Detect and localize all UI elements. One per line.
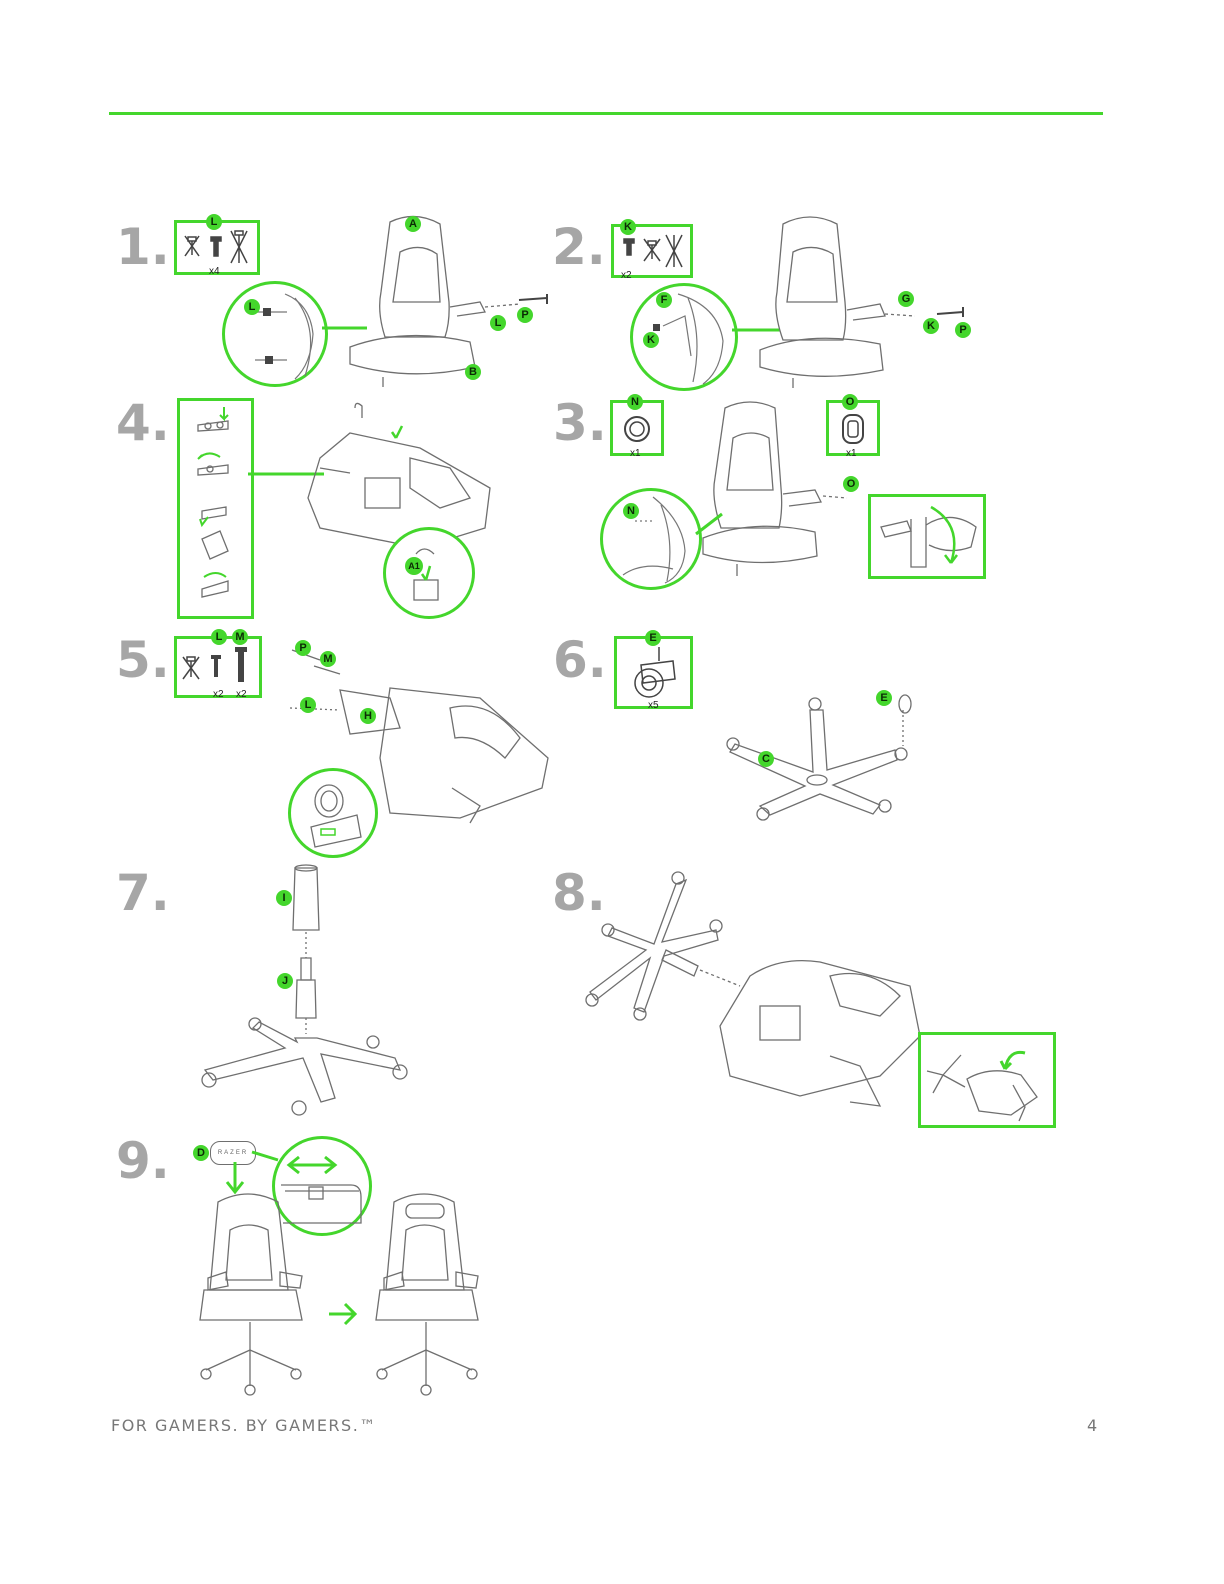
step-9-detail-circle <box>272 1136 372 1236</box>
cap-icon <box>842 414 864 444</box>
step-5-mechanism-drawing <box>289 649 549 824</box>
step-3-chair-drawing <box>702 401 848 576</box>
step-7-badge-i: I <box>276 890 292 906</box>
hex-key-icon <box>936 307 964 317</box>
step-3-box-badge-o: O <box>842 394 858 410</box>
bolt-icons <box>182 647 247 682</box>
step-3-number: 3. <box>553 394 607 452</box>
hex-key-icon <box>518 294 548 304</box>
step-1-badge-p: P <box>517 307 533 323</box>
step-1-detail-circle <box>222 281 328 387</box>
step-5-box-badge-m: M <box>232 629 248 645</box>
tension-knob-detail <box>310 784 362 848</box>
step-9-down-arrow <box>225 1162 245 1195</box>
step-2-badge-p: P <box>955 322 971 338</box>
step-1-connector <box>322 326 367 330</box>
step-3-box-badge-n: N <box>627 394 643 410</box>
step-5-badge-p: P <box>295 640 311 656</box>
step-1-chair-drawing <box>349 215 521 387</box>
lever-clip-detail <box>413 548 439 601</box>
step-4-badge-a1: A1 <box>405 557 423 575</box>
step-6-parts-box <box>614 636 693 709</box>
step-9-badge-d: D <box>193 1145 209 1161</box>
side-bracket-detail <box>653 293 724 385</box>
step-8-number: 8. <box>552 864 606 922</box>
step-7-badge-j: J <box>277 973 293 989</box>
step-9-chair-before <box>199 1193 303 1396</box>
headrest-pillow: RAZER <box>210 1141 256 1165</box>
step-2-parts-box <box>611 224 693 278</box>
caster-icon <box>634 647 676 698</box>
armrest-joint-detail <box>622 496 686 584</box>
step-2-chair-drawing <box>759 216 916 388</box>
step-6-badge-c: C <box>758 751 774 767</box>
step-3-connector <box>695 512 723 536</box>
step-3-badge-n: N <box>623 503 639 519</box>
step-2-box-badge: K <box>620 219 636 235</box>
step-7-number: 7. <box>116 864 170 922</box>
step-4-instruction-strip <box>177 398 254 619</box>
step-2-badge-k1: K <box>643 332 659 348</box>
step-1-badge-l1: L <box>244 299 260 315</box>
step-5-parts-box <box>174 636 262 698</box>
step-5-qty-l: x2 <box>213 689 224 700</box>
footer-tagline: FOR GAMERS. BY GAMERS.™ <box>111 1416 377 1435</box>
step-3-detail-circle <box>600 488 702 590</box>
step-9-connector <box>251 1150 279 1162</box>
step-2-badge-g: G <box>898 291 914 307</box>
step-2-number: 2. <box>552 218 606 276</box>
step-6-box-badge: E <box>645 630 661 646</box>
base-to-seat-drawing <box>585 871 921 1107</box>
step-3-qty-o: x1 <box>846 448 857 459</box>
step-2-badge-k2: K <box>923 318 939 334</box>
step-5-badge-h: H <box>360 708 376 724</box>
clip-steps-icons <box>197 407 229 598</box>
step-9-chair-after <box>375 1193 479 1396</box>
step-3-rotate-box <box>868 494 986 579</box>
step-2-qty: x2 <box>621 270 632 281</box>
step-3-badge-o: O <box>843 476 859 492</box>
armrest-rotate-drawing <box>880 505 977 568</box>
page-number: 4 <box>1087 1416 1098 1435</box>
step-6-number: 6. <box>553 631 607 689</box>
step-3-qty-n: x1 <box>630 448 641 459</box>
step-6-qty: x5 <box>648 700 659 711</box>
side-bracket-detail <box>255 293 314 380</box>
step-9-right-arrow <box>329 1302 358 1326</box>
step-2-badge-f: F <box>656 292 672 308</box>
washer-icon <box>624 416 650 442</box>
step-4-number: 4. <box>116 394 170 452</box>
step-1-badge-a: A <box>405 216 421 232</box>
flip-chair-drawing <box>926 1050 1038 1122</box>
step-4-connector <box>248 472 324 476</box>
step-1-badge-b: B <box>465 364 481 380</box>
star-base-drawing <box>726 694 912 821</box>
gas-lift-drawing <box>201 864 408 1116</box>
screw-icons <box>623 234 683 268</box>
step-6-badge-e: E <box>876 690 892 706</box>
step-5-number: 5. <box>116 631 170 689</box>
step-1-qty: x4 <box>209 266 220 277</box>
step-5-detail-circle <box>288 768 378 858</box>
step-1-badge-l2: L <box>490 315 506 331</box>
step-8-flip-box <box>918 1032 1056 1128</box>
step-1-box-badge: L <box>206 214 222 230</box>
step-5-badge-m: M <box>320 651 336 667</box>
step-5-box-badge-l: L <box>211 629 227 645</box>
step-9-number: 9. <box>116 1132 170 1190</box>
strap-buckle-detail <box>281 1155 362 1224</box>
step-5-badge-l: L <box>300 697 316 713</box>
step-4-detail-circle <box>383 527 475 619</box>
step-1-number: 1. <box>116 218 170 276</box>
header-rule <box>109 112 1103 115</box>
step-2-connector <box>732 328 780 332</box>
step-5-qty-m: x2 <box>236 689 247 700</box>
screw-icons <box>184 230 248 264</box>
